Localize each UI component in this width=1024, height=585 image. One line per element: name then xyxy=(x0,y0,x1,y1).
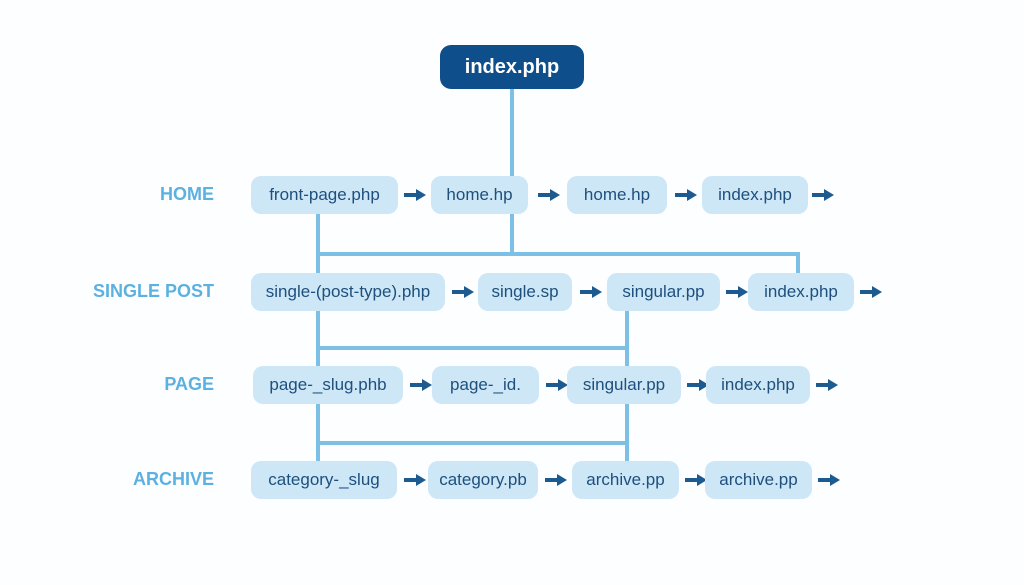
template-node: category-_slug xyxy=(251,461,397,499)
arrow-right-icon xyxy=(404,474,426,486)
template-node: archive.pp xyxy=(705,461,812,499)
template-node: index.php xyxy=(706,366,810,404)
arrow-right-icon xyxy=(404,189,426,201)
root-node: index.php xyxy=(440,45,584,89)
arrow-right-icon xyxy=(546,379,568,391)
template-node: front-page.php xyxy=(251,176,398,214)
arrow-right-icon xyxy=(818,474,840,486)
arrow-right-icon xyxy=(675,189,697,201)
arrow-right-icon xyxy=(860,286,882,298)
row-label: ARCHIVE xyxy=(132,469,214,489)
row-label: HOME xyxy=(160,184,214,204)
arrow-right-icon xyxy=(687,379,709,391)
arrow-right-icon xyxy=(580,286,602,298)
template-node: single.sp xyxy=(478,273,572,311)
arrow-right-icon xyxy=(410,379,432,391)
arrow-right-icon xyxy=(545,474,567,486)
template-node: page-_id. xyxy=(432,366,539,404)
arrow-right-icon xyxy=(452,286,474,298)
template-node: index.php xyxy=(748,273,854,311)
row-label: PAGE xyxy=(164,374,214,394)
template-node: category.pb xyxy=(428,461,538,499)
template-node: page-_slug.phb xyxy=(253,366,403,404)
template-node: archive.pp xyxy=(572,461,679,499)
arrow-right-icon xyxy=(726,286,748,298)
row-label: SINGLE POST xyxy=(92,281,214,301)
arrow-right-icon xyxy=(816,379,838,391)
arrow-right-icon xyxy=(685,474,707,486)
template-node: singular.pp xyxy=(567,366,681,404)
template-node: home.hp xyxy=(567,176,667,214)
arrow-right-icon xyxy=(538,189,560,201)
template-node: singular.pp xyxy=(607,273,720,311)
template-node: single-(post-type).php xyxy=(251,273,445,311)
template-node: index.php xyxy=(702,176,808,214)
template-node: home.hp xyxy=(431,176,528,214)
arrow-right-icon xyxy=(812,189,834,201)
